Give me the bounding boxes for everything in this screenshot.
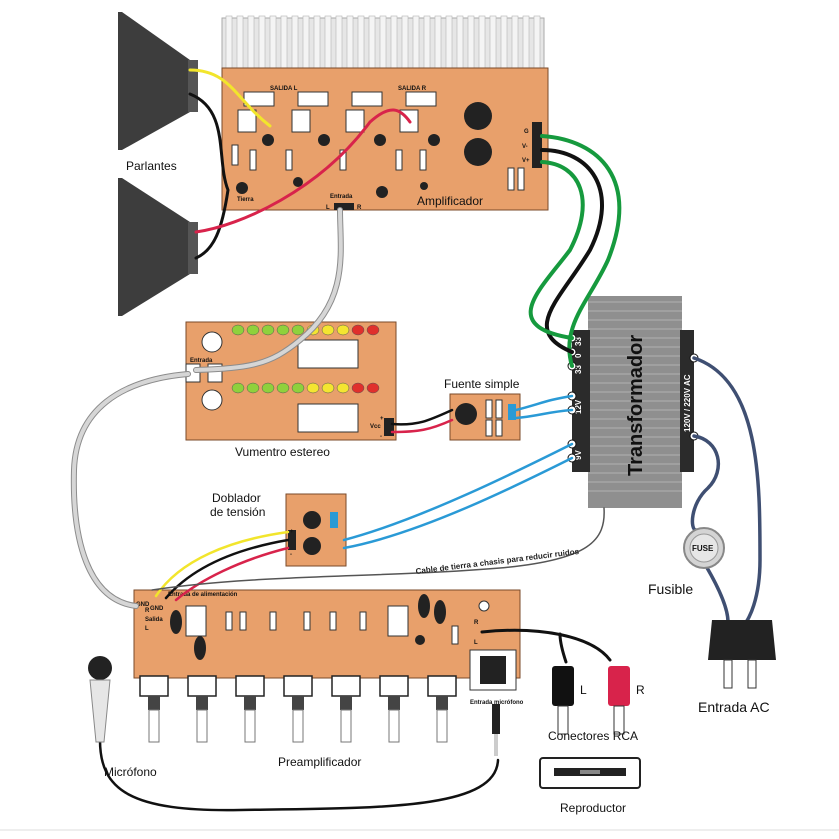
heatsink-fins: [225, 15, 541, 71]
amp-entrada-r: R: [357, 205, 362, 211]
mic-jack: [492, 704, 500, 756]
label-doblador-2: de tensión: [210, 505, 265, 519]
label-transformador: Transformador: [625, 335, 647, 476]
pre-entrada-micro: Entrada micrófono: [470, 700, 524, 706]
label-amplificador: Amplificador: [417, 194, 483, 208]
rca-connectors: [552, 666, 630, 735]
label-reproductor: Reproductor: [560, 801, 626, 815]
tap-33-b: 33: [574, 365, 583, 374]
amp-vplus: V+: [522, 158, 530, 164]
label-conectores-rca: Conectores RCA: [548, 729, 638, 743]
label-fuente: Fuente simple: [444, 377, 520, 391]
amp-g: G: [524, 129, 529, 135]
label-doblador-1: Doblador: [212, 491, 261, 505]
tap-33-a: 33: [574, 337, 583, 346]
amp-vminus: V-: [522, 144, 528, 150]
wiring: [70, 68, 762, 812]
speaker-bottom: [118, 178, 198, 316]
microphone: [88, 656, 112, 743]
preamp-components: [170, 594, 517, 691]
amplifier-components: [231, 91, 542, 210]
label-vumetro: Vumentro estereo: [235, 445, 330, 459]
pre-r: R: [145, 608, 150, 614]
pre-in-l: L: [474, 640, 478, 646]
tap-primary: 120V / 220V AC: [683, 374, 692, 432]
ac-plug: [708, 620, 776, 689]
label-parlantes: Parlantes: [126, 159, 177, 173]
rca-l-label: L: [580, 683, 587, 697]
transformer: [572, 296, 694, 508]
pre-gnd: GND: [136, 602, 150, 608]
label-cable-tierra: Cable de tierra a chasis para reducir ru…: [415, 547, 580, 576]
tap-0: 0: [574, 353, 583, 358]
fuse-label: FUSE: [692, 544, 714, 553]
amp-tierra: Tierra: [237, 197, 254, 203]
pre-entrada-alim: Entrada de alimentación: [168, 592, 238, 598]
label-fusible: Fusible: [648, 581, 693, 597]
rca-r-label: R: [636, 683, 645, 697]
label-preamplificador: Preamplificador: [278, 755, 361, 769]
player-device: [539, 757, 641, 789]
pre-l: L: [145, 626, 149, 632]
amp-entrada: Entrada: [330, 194, 353, 200]
speaker-top: [118, 12, 198, 150]
doblador-components: [288, 511, 338, 555]
tap-12v: 12V: [574, 399, 583, 414]
tap-9v: 9V: [574, 450, 583, 460]
vu-minus: -: [380, 434, 382, 440]
doblador-plus: +: [290, 529, 294, 535]
vumeter-components: [185, 331, 394, 436]
vu-entrada: Entrada: [190, 358, 213, 364]
fuente-components: [455, 399, 516, 437]
vu-plus: +: [380, 416, 384, 422]
amp-salida-r: SALIDA R: [398, 86, 427, 92]
amp-entrada-l: L: [326, 205, 330, 211]
pre-gnd2: GND: [150, 606, 164, 612]
pre-salida: Salida: [145, 617, 163, 623]
doblador-minus: -: [290, 552, 292, 558]
preamp-potentiometers: [139, 675, 457, 743]
fuse: [683, 527, 725, 569]
label-microfono: Micrófono: [104, 765, 157, 779]
pre-in-r: R: [474, 620, 479, 626]
amp-salida-l: SALIDA L: [270, 86, 298, 92]
label-entrada-ac: Entrada AC: [698, 699, 770, 715]
vu-vcc: Vcc: [370, 424, 381, 430]
